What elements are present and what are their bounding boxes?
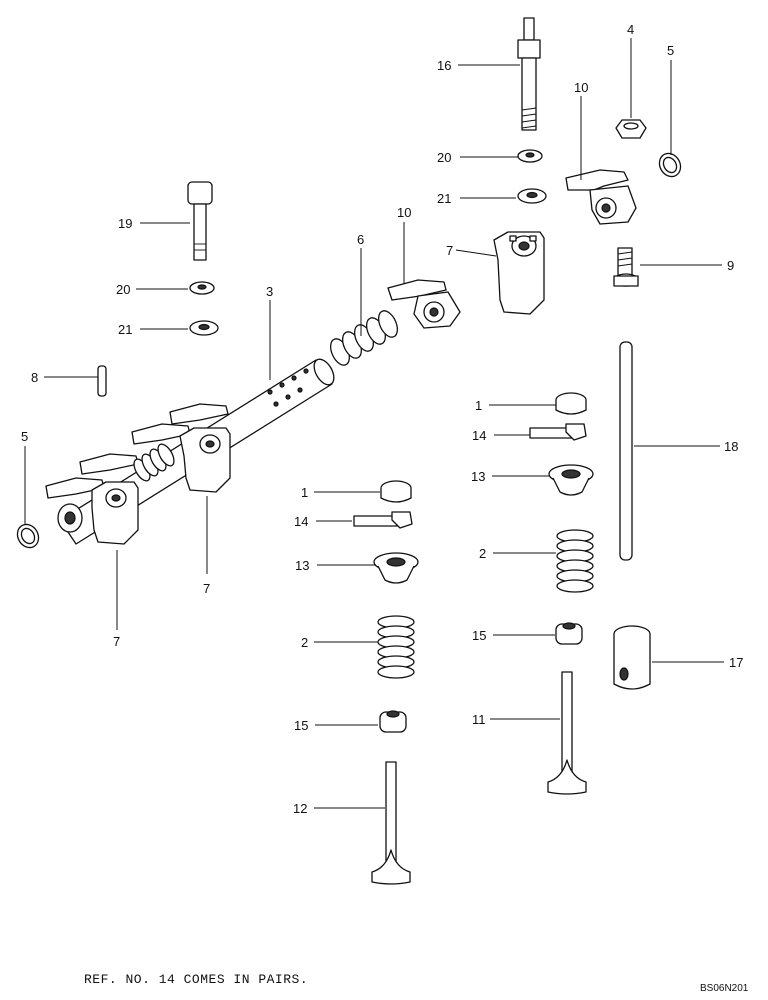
- footnote-ref-14: REF. NO. 14 COMES IN PAIRS.: [84, 972, 309, 987]
- callout-13-right: 13: [471, 469, 485, 484]
- nut-part-4: [615, 119, 647, 139]
- callout-2-right: 2: [479, 546, 486, 561]
- callout-12: 12: [293, 801, 307, 816]
- adjusting-screw-part-9: [613, 247, 639, 287]
- callout-21-left: 21: [118, 322, 132, 337]
- valve-spring-part-2-center: [377, 615, 415, 679]
- callout-17: 17: [729, 655, 743, 670]
- pin-part-8: [97, 365, 107, 397]
- washer-part-21-left: [189, 320, 219, 336]
- callout-14-right: 14: [472, 428, 486, 443]
- callout-13-center: 13: [295, 558, 309, 573]
- callout-7-left: 7: [113, 634, 120, 649]
- callout-10-center: 10: [397, 205, 411, 220]
- callout-5-left: 5: [21, 429, 28, 444]
- push-rod-part-18: [619, 341, 633, 561]
- valve-spring-part-2-right: [556, 529, 594, 593]
- callout-18: 18: [724, 439, 738, 454]
- callout-14-center: 14: [294, 514, 308, 529]
- callout-9: 9: [727, 258, 734, 273]
- valve-cap-part-1-center: [380, 480, 412, 503]
- washer-part-21-top: [517, 188, 547, 204]
- rocker-arm-part-10-right: [565, 169, 637, 225]
- spring-retainer-part-13-right: [548, 464, 594, 496]
- callout-4: 4: [627, 22, 634, 37]
- callout-labels: 16 4 5 10 20 21 19 7 9 6 3 10 20 21 8 1 …: [21, 22, 743, 816]
- callout-15-center: 15: [294, 718, 308, 733]
- valve-keepers-part-14-right: [529, 423, 587, 441]
- washer-part-20-left: [189, 281, 215, 295]
- drawing-code: BS06N201: [700, 983, 749, 994]
- callout-20-top: 20: [437, 150, 451, 165]
- valve-seal-part-15-center: [379, 710, 407, 733]
- callout-10-right: 10: [574, 80, 588, 95]
- snap-ring-part-5-right: [658, 152, 682, 178]
- callout-16: 16: [437, 58, 451, 73]
- callout-20-left: 20: [116, 282, 130, 297]
- callout-3: 3: [266, 284, 273, 299]
- callout-1-center: 1: [301, 485, 308, 500]
- callout-21-top: 21: [437, 191, 451, 206]
- callout-7-center: 7: [203, 581, 210, 596]
- callout-5-right: 5: [667, 43, 674, 58]
- callout-11: 11: [472, 712, 486, 727]
- valve-part-12: [371, 761, 411, 885]
- snap-ring-part-5-left: [16, 523, 40, 549]
- callout-1-right: 1: [475, 398, 482, 413]
- rocker-bracket-part-7-top: [493, 231, 545, 315]
- valve-cap-part-1-right: [555, 392, 587, 415]
- valve-seal-part-15-right: [555, 622, 583, 645]
- callout-6: 6: [357, 232, 364, 247]
- rocker-shaft-assembly-part-3: [45, 358, 335, 545]
- shaft-spring-part-6: [329, 310, 399, 366]
- valve-part-11: [547, 671, 587, 795]
- callout-15-right: 15: [472, 628, 486, 643]
- stud-part-16: [517, 17, 541, 131]
- rocker-arm-part-10-center: [387, 279, 461, 329]
- callout-19: 19: [118, 216, 132, 231]
- valve-keepers-part-14-center: [353, 511, 413, 529]
- pin-part-19: [187, 181, 213, 261]
- spring-retainer-part-13-center: [373, 552, 419, 584]
- leader-lines: [24, 38, 724, 809]
- washer-part-20-top: [517, 149, 543, 163]
- callout-7-top: 7: [446, 243, 453, 258]
- tappet-part-17: [613, 625, 651, 690]
- callout-2-center: 2: [301, 635, 308, 650]
- callout-8: 8: [31, 370, 38, 385]
